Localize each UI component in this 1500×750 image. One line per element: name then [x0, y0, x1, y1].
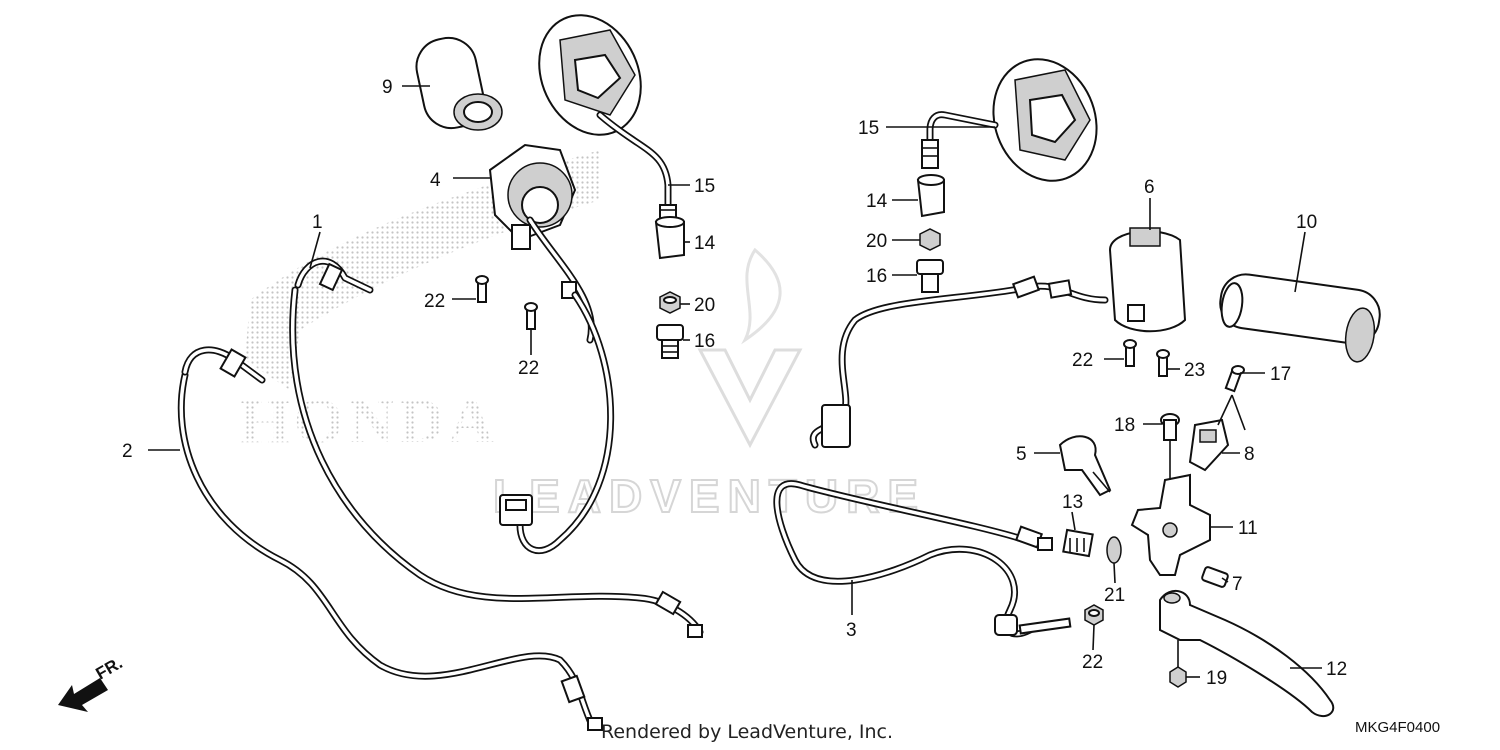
mirror-cap-part-14-right[interactable]	[916, 174, 945, 218]
nut-part-20-right[interactable]	[919, 228, 941, 251]
throttle-cable-part-2[interactable]	[177, 346, 603, 731]
callout-9[interactable]: 9	[382, 77, 393, 98]
screw-part-22-right-b[interactable]	[1156, 349, 1170, 377]
adjuster-part-13[interactable]	[1062, 528, 1094, 558]
callout-8[interactable]: 8	[1244, 444, 1255, 465]
callout-17[interactable]: 17	[1270, 364, 1291, 385]
screw-part-22-left-a[interactable]	[475, 275, 489, 303]
clutch-cable-part-3[interactable]	[773, 480, 1072, 638]
throttle-grip-part-9[interactable]	[411, 33, 503, 134]
callout-20-a[interactable]: 20	[694, 295, 715, 316]
right-grip-part-10[interactable]	[1217, 271, 1383, 364]
callout-23[interactable]: 22	[1082, 652, 1103, 673]
footer-credit: Rendered by LeadVenture, Inc.	[601, 721, 893, 743]
front-arrow-icon	[58, 678, 108, 712]
mirror-rod-end-15-right	[921, 139, 939, 169]
callout-22-c[interactable]: 22	[1072, 350, 1093, 371]
screw-part-22-right-a[interactable]	[1123, 339, 1137, 367]
callout-12[interactable]: 12	[1326, 659, 1347, 680]
callout-7[interactable]: 7	[1232, 574, 1243, 595]
front-direction-indicator: FR.	[58, 653, 126, 712]
callout-22-a[interactable]: 22	[424, 291, 445, 312]
callout-1[interactable]: 1	[312, 212, 323, 233]
callout-14-a[interactable]: 14	[694, 233, 716, 254]
callout-2[interactable]: 2	[122, 441, 133, 462]
callout-13[interactable]: 13	[1062, 492, 1083, 513]
adapter-part-16-right[interactable]	[916, 259, 944, 293]
callout-16-b[interactable]: 16	[866, 266, 887, 287]
callout-19[interactable]: 19	[1206, 668, 1227, 689]
callout-5[interactable]: 5	[1016, 444, 1027, 465]
lever-holder-part-11[interactable]	[1130, 473, 1211, 576]
right-mirror[interactable]	[926, 45, 1113, 196]
screw-part-22-left-b[interactable]	[524, 302, 538, 330]
honda-brand-text: HONDA	[240, 385, 498, 456]
callout-leaders	[148, 85, 1322, 678]
callout-15-b[interactable]: 15	[858, 118, 879, 139]
callout-22-d[interactable]: 23	[1184, 360, 1205, 381]
callout-numbers: 9 4 1 2 22 22 15 14 20 16 15 14 20 16 6 …	[122, 77, 1347, 689]
diagram-code: MKG4F0400	[1355, 719, 1440, 736]
left-handlebar-switch-part-4[interactable]	[488, 143, 595, 344]
throttle-cable-part-1[interactable]	[289, 257, 704, 638]
callout-21[interactable]: 21	[1104, 585, 1125, 606]
callout-14-b[interactable]: 14	[866, 191, 888, 212]
callout-4[interactable]: 4	[430, 170, 441, 191]
callout-20-b[interactable]: 20	[866, 231, 887, 252]
callout-18[interactable]: 18	[1114, 415, 1135, 436]
callout-22-b[interactable]: 22	[518, 358, 539, 379]
left-mirror[interactable]	[520, 0, 672, 219]
pivot-bolt-part-18[interactable]	[1160, 413, 1180, 441]
right-handlebar-switch-part-6[interactable]	[809, 227, 1187, 449]
callout-11[interactable]: 11	[1238, 518, 1258, 539]
switch-part-7[interactable]	[1201, 566, 1229, 588]
leadventure-watermark: LEADVENTURE	[492, 247, 926, 523]
mirror-cap-part-14-left[interactable]	[654, 216, 685, 260]
nut-part-21[interactable]	[1106, 536, 1122, 564]
left-switch-harness	[499, 291, 615, 555]
callout-6[interactable]: 6	[1144, 177, 1155, 198]
callout-15-a[interactable]: 15	[694, 176, 715, 197]
nut-part-19[interactable]	[1169, 666, 1187, 688]
adapter-part-16-left[interactable]	[656, 324, 684, 359]
clutch-switch-part-5[interactable]	[1058, 435, 1112, 497]
nut-part-23[interactable]	[1084, 604, 1104, 626]
leadventure-watermark-text: LEADVENTURE	[493, 470, 926, 522]
callout-16-a[interactable]: 16	[694, 331, 715, 352]
front-label: FR.	[93, 653, 126, 683]
callout-3[interactable]: 3	[846, 620, 857, 641]
callout-10[interactable]: 10	[1296, 212, 1317, 233]
bolt-part-17[interactable]	[1224, 365, 1245, 393]
clutch-lever-part-12[interactable]	[1159, 590, 1335, 718]
nut-part-20-left[interactable]	[659, 291, 681, 314]
clamp-part-8[interactable]	[1188, 418, 1230, 472]
